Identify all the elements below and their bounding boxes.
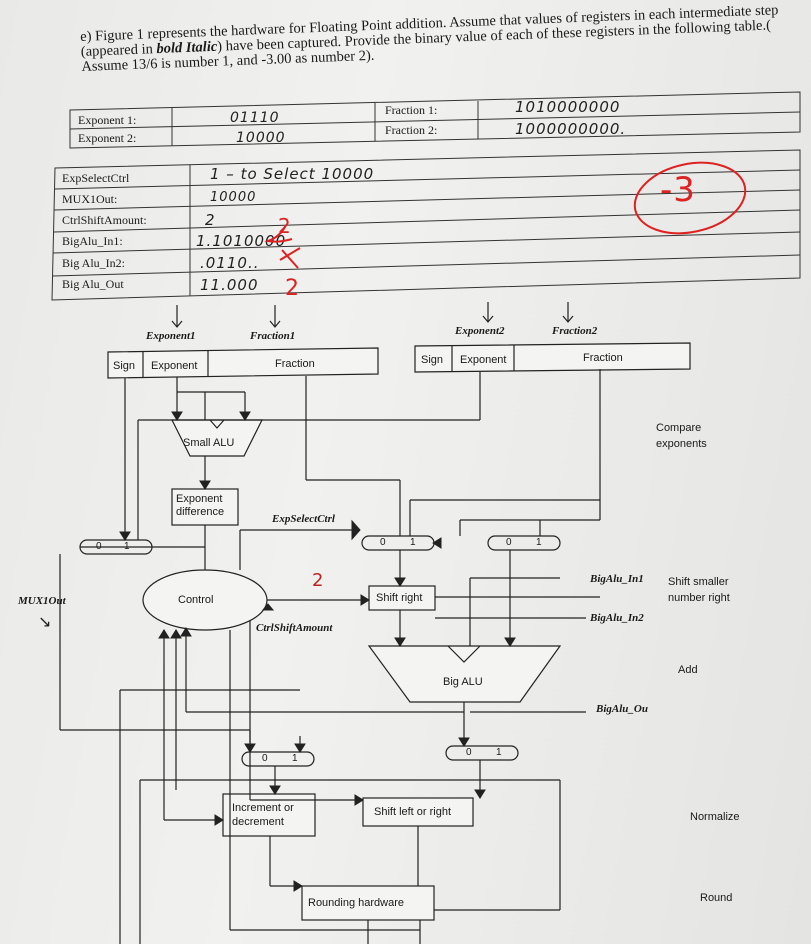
t2-bigalu-out-label: Big Alu_Out: [62, 277, 124, 291]
t2-bigalu-in2-label: Big Alu_In2:: [62, 256, 126, 270]
ctrl-shift-amount-label: CtrlShiftAmount: [256, 622, 333, 634]
mux-c-0: 0: [506, 537, 512, 548]
mux-a-1: 1: [124, 541, 130, 552]
t1-frac2-label: Fraction 2:: [385, 123, 438, 137]
hand-two: 2: [312, 570, 325, 591]
t2-bigalu-in2-value: .0110..: [200, 254, 260, 272]
reg2-exponent: Exponent: [460, 354, 507, 366]
mux-c-1: 1: [536, 537, 542, 548]
reg2-fraction: Fraction: [583, 352, 623, 364]
t2-bigalu-in1-value: 1.1010000: [196, 232, 287, 250]
reg2-sign: Sign: [421, 354, 444, 366]
t1-exp1-label: Exponent 1:: [78, 113, 137, 127]
inc-dec-label: Increment or decrement: [232, 802, 294, 828]
t2-expselect-label: ExpSelectCtrl: [62, 171, 130, 185]
bigalu-in1-label: BigAlu_In1: [590, 573, 644, 585]
big-alu-label: Big ALU: [443, 676, 483, 688]
red-mark-2a: 2: [278, 214, 292, 238]
red-circled-answer: -3: [660, 170, 696, 210]
t1-exp1-value: 01110: [230, 110, 280, 126]
small-alu-label: Small ALU: [183, 437, 235, 449]
reg1-exponent: Exponent: [151, 360, 198, 372]
step-round: Round: [700, 892, 733, 904]
mux-b-0: 0: [380, 537, 386, 548]
control-label: Control: [178, 594, 214, 606]
t1-frac1-label: Fraction 1:: [385, 103, 438, 117]
bigalu-out-label: BigAlu_Ou: [596, 703, 648, 715]
t2-mux1out-value: 10000: [210, 190, 257, 205]
rounding-label: Rounding hardware: [308, 897, 405, 909]
mux-e-1: 1: [496, 747, 502, 758]
reg1-fraction: Fraction: [275, 358, 315, 370]
t2-expselect-value: 1 – to Select 10000: [210, 165, 375, 183]
t1-exp2-label: Exponent 2:: [78, 131, 137, 145]
mux-e-0: 0: [466, 747, 472, 758]
mux-a-0: 0: [96, 541, 102, 552]
shift-lr-label: Shift left or right: [374, 806, 452, 818]
mux1out-label: MUX1Out: [18, 595, 66, 607]
mux1out-arrow-icon: ↘: [38, 612, 53, 631]
t1-exp2-value: 10000: [236, 130, 286, 146]
shift-right-label: Shift right: [376, 592, 423, 604]
reg1-sign: Sign: [113, 360, 136, 372]
step-normalize: Normalize: [690, 811, 740, 823]
mux-d-1: 1: [292, 753, 298, 764]
t2-ctrlshift-label: CtrlShiftAmount:: [62, 213, 147, 227]
step-compare: Compare exponents: [656, 422, 707, 450]
bigalu-in2-label: BigAlu_In2: [590, 612, 644, 624]
t2-mux1out-label: MUX1Out:: [62, 192, 118, 206]
t2-bigalu-in1-label: BigAlu_In1:: [62, 234, 123, 248]
step-add: Add: [678, 664, 698, 676]
input-exponent2: Exponent2: [455, 325, 505, 337]
mux-d-0: 0: [262, 753, 268, 764]
input-exponent1: Exponent1: [146, 330, 196, 342]
t2-bigalu-out-value: 11.000: [200, 276, 259, 294]
exp-diff-label: Exponent difference: [176, 493, 225, 518]
step-shift: Shift smaller number right: [668, 576, 730, 604]
t1-frac2-value: 1000000000.: [515, 120, 627, 138]
t2-ctrlshift-value: 2: [205, 211, 216, 229]
mux-b-1: 1: [410, 537, 416, 548]
input-fraction2: Fraction2: [552, 325, 598, 337]
red-mark-2b: 2: [285, 276, 300, 301]
exp-select-label: ExpSelectCtrl: [272, 513, 335, 525]
input-fraction1: Fraction1: [250, 330, 296, 342]
t1-frac1-value: 1010000000: [515, 98, 621, 116]
